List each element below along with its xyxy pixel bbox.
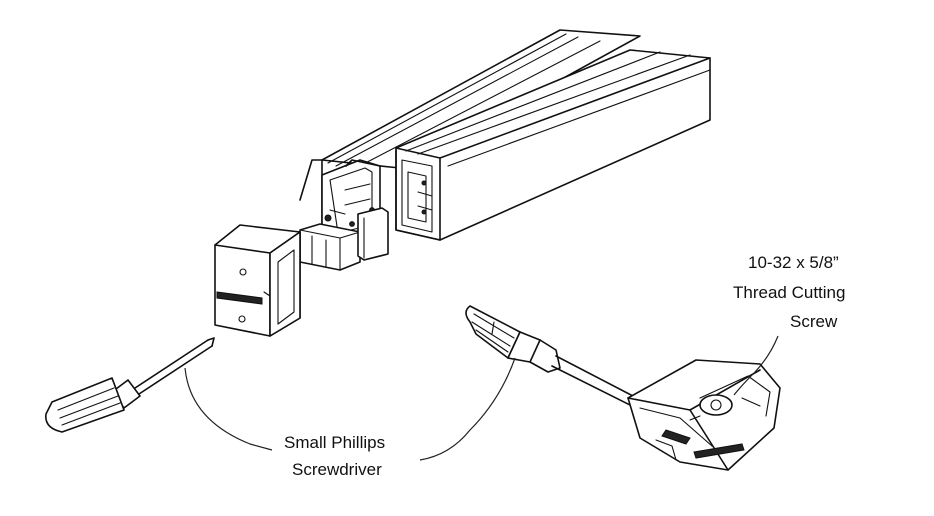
screw-label-line2: Thread Cutting xyxy=(733,283,845,302)
connector-block-icon xyxy=(299,207,389,271)
screwdriver-leader-line-right xyxy=(419,357,516,461)
mounting-bracket-icon xyxy=(627,359,781,471)
rail-tube-icon xyxy=(299,29,711,241)
screwdriver-leader-line xyxy=(184,367,273,451)
screwdriver-icon xyxy=(45,337,215,433)
end-cap-icon xyxy=(214,224,301,337)
screw-leader-line xyxy=(733,335,779,396)
screw-label-line1: 10-32 x 5/8” xyxy=(748,253,839,272)
screw-label-line3: Screw xyxy=(790,312,838,331)
screwdriver-label-line1: Small Phillips xyxy=(284,433,385,452)
screwdriver-label-line2: Screwdriver xyxy=(292,460,382,479)
